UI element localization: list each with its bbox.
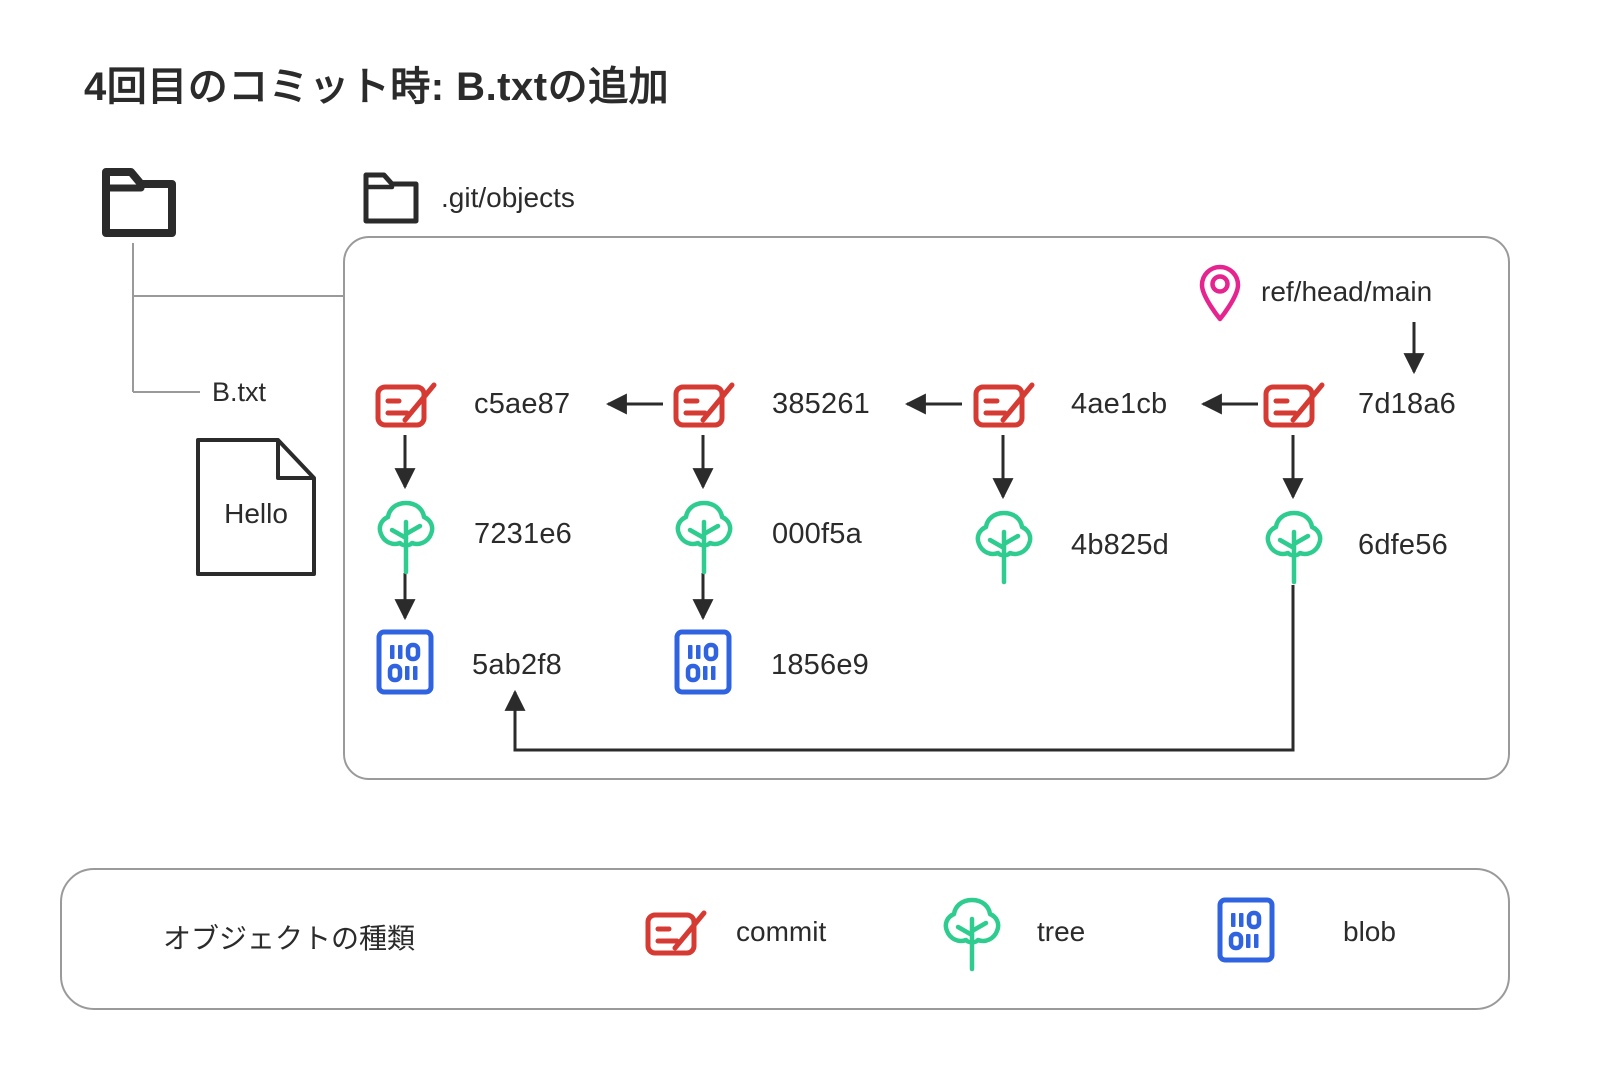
tree-icon bbox=[673, 498, 735, 581]
legend-label-blob: blob bbox=[1343, 916, 1396, 947]
blob-icon bbox=[1216, 896, 1276, 969]
file-content-text: Hello bbox=[224, 498, 288, 529]
tree-hash: 7231e6 bbox=[474, 518, 572, 550]
legend-label-tree: tree bbox=[1037, 916, 1086, 947]
commit-hash: 7d18a6 bbox=[1358, 388, 1456, 420]
text-file-icon bbox=[192, 434, 320, 585]
tree-hash: 4b825d bbox=[1071, 529, 1169, 561]
tree-icon bbox=[1263, 508, 1325, 591]
tree-hash: 000f5a bbox=[772, 518, 862, 550]
tree-icon bbox=[973, 508, 1035, 591]
blob-hash: 1856e9 bbox=[771, 649, 869, 681]
map-pin-icon bbox=[1197, 263, 1243, 328]
git-objects-label: .git/objects bbox=[441, 182, 575, 213]
git-objects-folder-icon bbox=[362, 171, 420, 230]
commit-icon bbox=[375, 382, 437, 435]
commit-hash: 385261 bbox=[772, 388, 870, 420]
legend-label-commit: commit bbox=[736, 916, 827, 947]
legend-panel bbox=[60, 868, 1510, 1010]
blob-hash: 5ab2f8 bbox=[472, 649, 562, 681]
folder-icon bbox=[101, 166, 177, 243]
tree-icon bbox=[375, 498, 437, 581]
commit-icon bbox=[673, 382, 735, 435]
tree-hash: 6dfe56 bbox=[1358, 529, 1448, 561]
tree-icon bbox=[941, 895, 1003, 978]
commit-icon bbox=[973, 382, 1035, 435]
commit-icon bbox=[645, 910, 707, 963]
page-title: 4回目のコミット時: B.txtの追加 bbox=[84, 65, 670, 109]
commit-hash: 4ae1cb bbox=[1071, 388, 1168, 420]
commit-icon bbox=[1263, 382, 1325, 435]
ref-head-main-label: ref/head/main bbox=[1261, 276, 1433, 307]
blob-icon bbox=[673, 628, 733, 701]
legend-title: オブジェクトの種類 bbox=[163, 923, 416, 954]
commit-hash: c5ae87 bbox=[474, 388, 571, 420]
blob-icon bbox=[375, 628, 435, 701]
file-label: B.txt bbox=[212, 377, 267, 407]
git-objects-panel bbox=[343, 236, 1510, 780]
